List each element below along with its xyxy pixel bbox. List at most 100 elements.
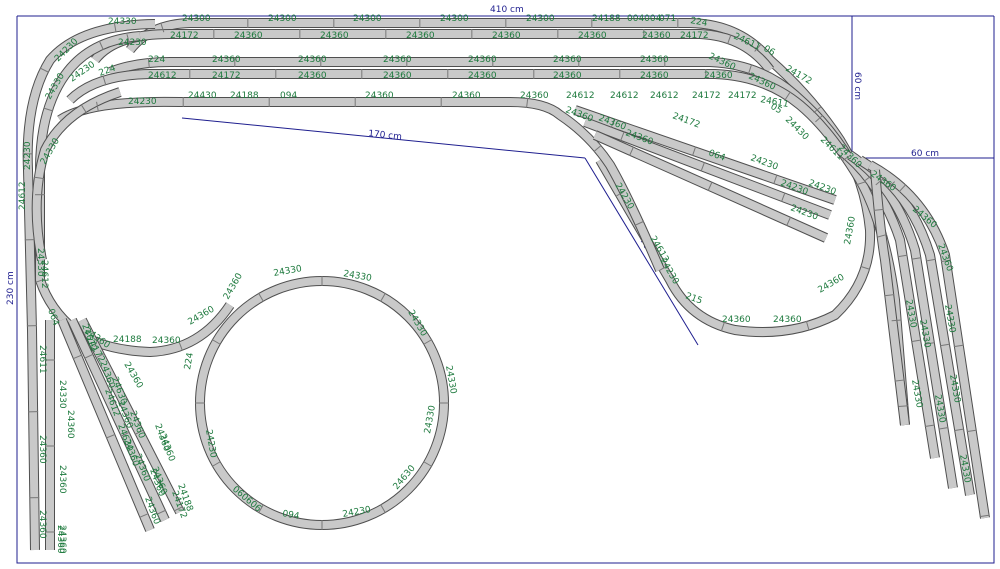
track-joint [884, 294, 895, 297]
track-joint [173, 506, 184, 512]
track-part-label: 24330 [903, 299, 918, 329]
track-part-label: 24330 [35, 248, 45, 277]
track-part-label: 24612 [650, 91, 679, 101]
track-joint [139, 513, 149, 518]
track-part-label: 224 [148, 55, 165, 65]
track-joint [126, 34, 131, 45]
track-joint [773, 174, 778, 185]
track-joint [875, 178, 884, 186]
track-joint [98, 40, 104, 51]
track-part-label: 24172 [680, 31, 709, 41]
track-joint [610, 118, 615, 128]
track-joint [747, 64, 753, 74]
track-joint [658, 265, 668, 272]
track-part-label: 24611 [759, 95, 789, 110]
track-part-label: 24360 [157, 433, 176, 464]
track-part-label: 24300 [440, 14, 469, 24]
track-part-label: 24360 [406, 31, 435, 41]
track-part-label: 24360 [320, 31, 349, 41]
track-joint [94, 337, 99, 348]
track-segment [57, 318, 155, 532]
track-joint [691, 146, 697, 157]
track-joint [815, 114, 824, 123]
track-joint [855, 181, 866, 186]
track-joint [258, 504, 264, 514]
track-joint [113, 22, 117, 33]
diagonal-measure-line [181, 117, 586, 159]
track-joint [894, 379, 905, 382]
track-joint [134, 429, 144, 435]
track-joint [891, 319, 902, 322]
track-joint [380, 504, 386, 514]
dim-corner-height: 60 cm [852, 72, 862, 100]
track-part-label: 24360 [640, 71, 669, 81]
track-segment [66, 69, 910, 426]
track-part-label: 24360 [298, 71, 327, 81]
track-part-label: 24360 [121, 361, 144, 391]
track-part-label: 060606 [230, 485, 263, 515]
track-part-label: 24330 [443, 365, 458, 395]
track-joint [84, 353, 94, 359]
track-joint [966, 429, 977, 433]
track-segment [870, 169, 910, 426]
track-joint [526, 97, 529, 108]
track-segment [583, 117, 832, 220]
track-joint [911, 339, 922, 343]
track-part-label: 24330 [942, 304, 957, 334]
track-part-label: 24360 [553, 71, 582, 81]
track-segment [67, 317, 170, 523]
track-part-label: 24300 [526, 14, 555, 24]
track-joint [120, 431, 130, 437]
track-part-label: 24360 [383, 71, 412, 81]
track-part-label: 094 [280, 91, 297, 101]
track-part-label: 24172 [728, 91, 757, 101]
track-joint [707, 181, 713, 192]
track-part-label: 24430 [188, 91, 217, 101]
track-joint [178, 341, 183, 351]
track-joint [860, 265, 871, 270]
track-joint [873, 208, 884, 211]
track-part-label: 24360 [452, 91, 481, 101]
dim-corner-width: 60 cm [911, 149, 939, 159]
track-part-label: 24188 [592, 14, 621, 24]
track-part-label: 24172 [692, 91, 721, 101]
track-part-label: 24360 [57, 525, 67, 554]
track-segment [867, 160, 990, 519]
track-joint [156, 509, 167, 515]
track-joint [877, 233, 888, 238]
track-part-label: 24230 [342, 505, 372, 520]
dim-diagonal: 170 cm [368, 129, 403, 142]
track-joint [35, 278, 46, 283]
track-part-label: 24172 [212, 71, 241, 81]
track-part-label: 24612 [18, 181, 28, 210]
track-part-label: 24300 [182, 14, 211, 24]
track-part-label: 24330 [273, 264, 303, 279]
track-part-label: 24360 [520, 91, 549, 101]
track-part-label: 24360 [57, 465, 67, 494]
track-part-label: 094 [281, 509, 300, 522]
track-part-label: 24300 [268, 14, 297, 24]
track-part-label: 24360 [222, 271, 245, 301]
track-segment [31, 87, 122, 261]
track-joint [979, 514, 990, 518]
track-joint [911, 257, 922, 260]
track-part-label: 24612 [566, 91, 595, 101]
track-part-label: 24360 [935, 243, 954, 274]
track-joint [953, 344, 964, 348]
track-part-label: 24612 [610, 91, 639, 101]
dim-width: 410 cm [490, 5, 524, 15]
track-joint [754, 43, 762, 52]
track-part-label: 24300 [353, 14, 382, 24]
track-part-label: 24188 [230, 91, 259, 101]
track-part-label: 24230 [118, 38, 147, 48]
track-part-label: 24172 [671, 111, 701, 130]
track-part-label: 24360 [640, 55, 669, 65]
track-part-label: 24360 [553, 55, 582, 65]
track-part-label: 24360 [383, 55, 412, 65]
track-part-label: 24360 [365, 91, 394, 101]
track-part-label: 24360 [152, 336, 181, 346]
track-part-label: 24330 [909, 379, 924, 409]
track-joints [22, 18, 990, 533]
track-joint [380, 292, 386, 302]
